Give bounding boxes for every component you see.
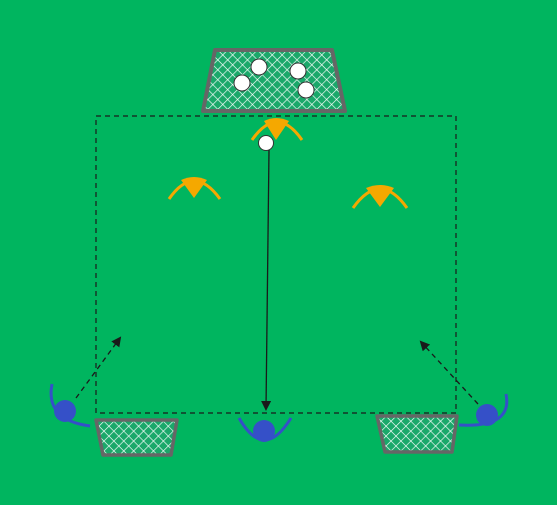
defender-right xyxy=(351,185,409,209)
defender-left xyxy=(167,177,222,200)
ball-icon xyxy=(297,81,315,99)
ball-supply xyxy=(233,58,315,99)
ball-icon xyxy=(250,58,268,76)
defender-top xyxy=(250,118,304,141)
big-goal xyxy=(201,48,347,113)
ball-icon xyxy=(289,62,307,80)
ball-icon xyxy=(233,74,251,92)
small-goal-left xyxy=(94,418,179,457)
attacker-right xyxy=(458,393,509,427)
attacker-center xyxy=(237,417,293,442)
small-goal-right xyxy=(375,414,459,454)
pass-arrow xyxy=(261,149,272,411)
ball-icon xyxy=(258,135,274,151)
playing-area-boundary xyxy=(95,115,457,414)
run-arrow-left xyxy=(75,336,122,399)
attacker-left xyxy=(49,383,91,428)
